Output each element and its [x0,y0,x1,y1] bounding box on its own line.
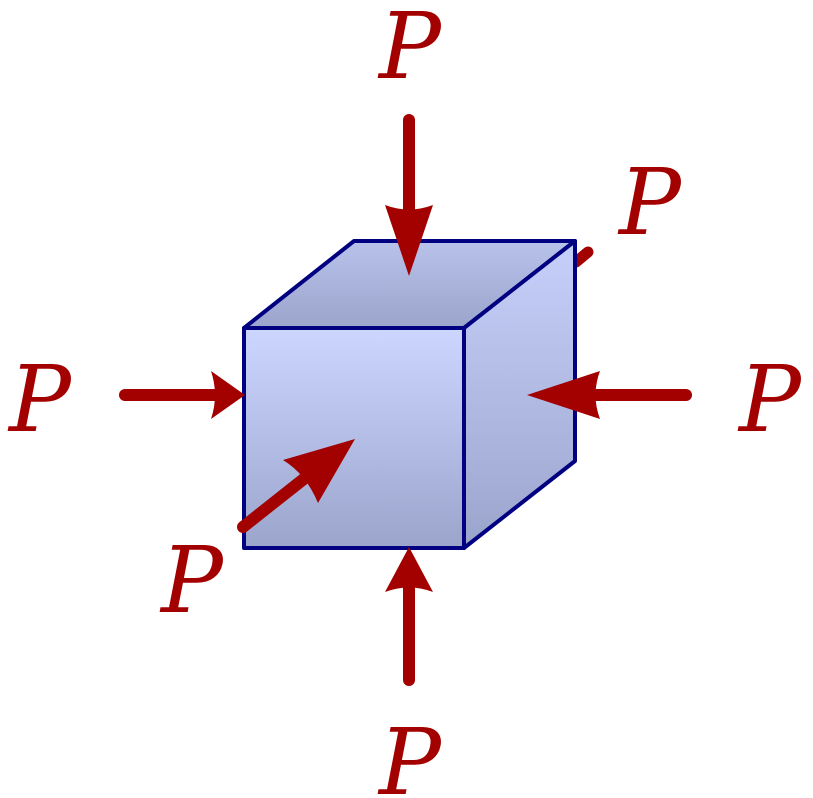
label-left: P [7,346,73,453]
label-back: P [617,149,683,256]
label-front: P [159,527,225,634]
front-force-arrow [237,439,355,533]
back-force-arrow [570,246,594,268]
cube-front-face [242,326,466,550]
bottom-force-arrow [385,547,433,686]
cube [242,239,577,550]
right-force-arrow [527,371,692,419]
label-bottom: P [377,709,443,798]
top-force-arrow [385,114,433,276]
label-right: P [737,346,803,453]
label-top: P [377,0,443,100]
left-force-arrow [119,371,245,419]
